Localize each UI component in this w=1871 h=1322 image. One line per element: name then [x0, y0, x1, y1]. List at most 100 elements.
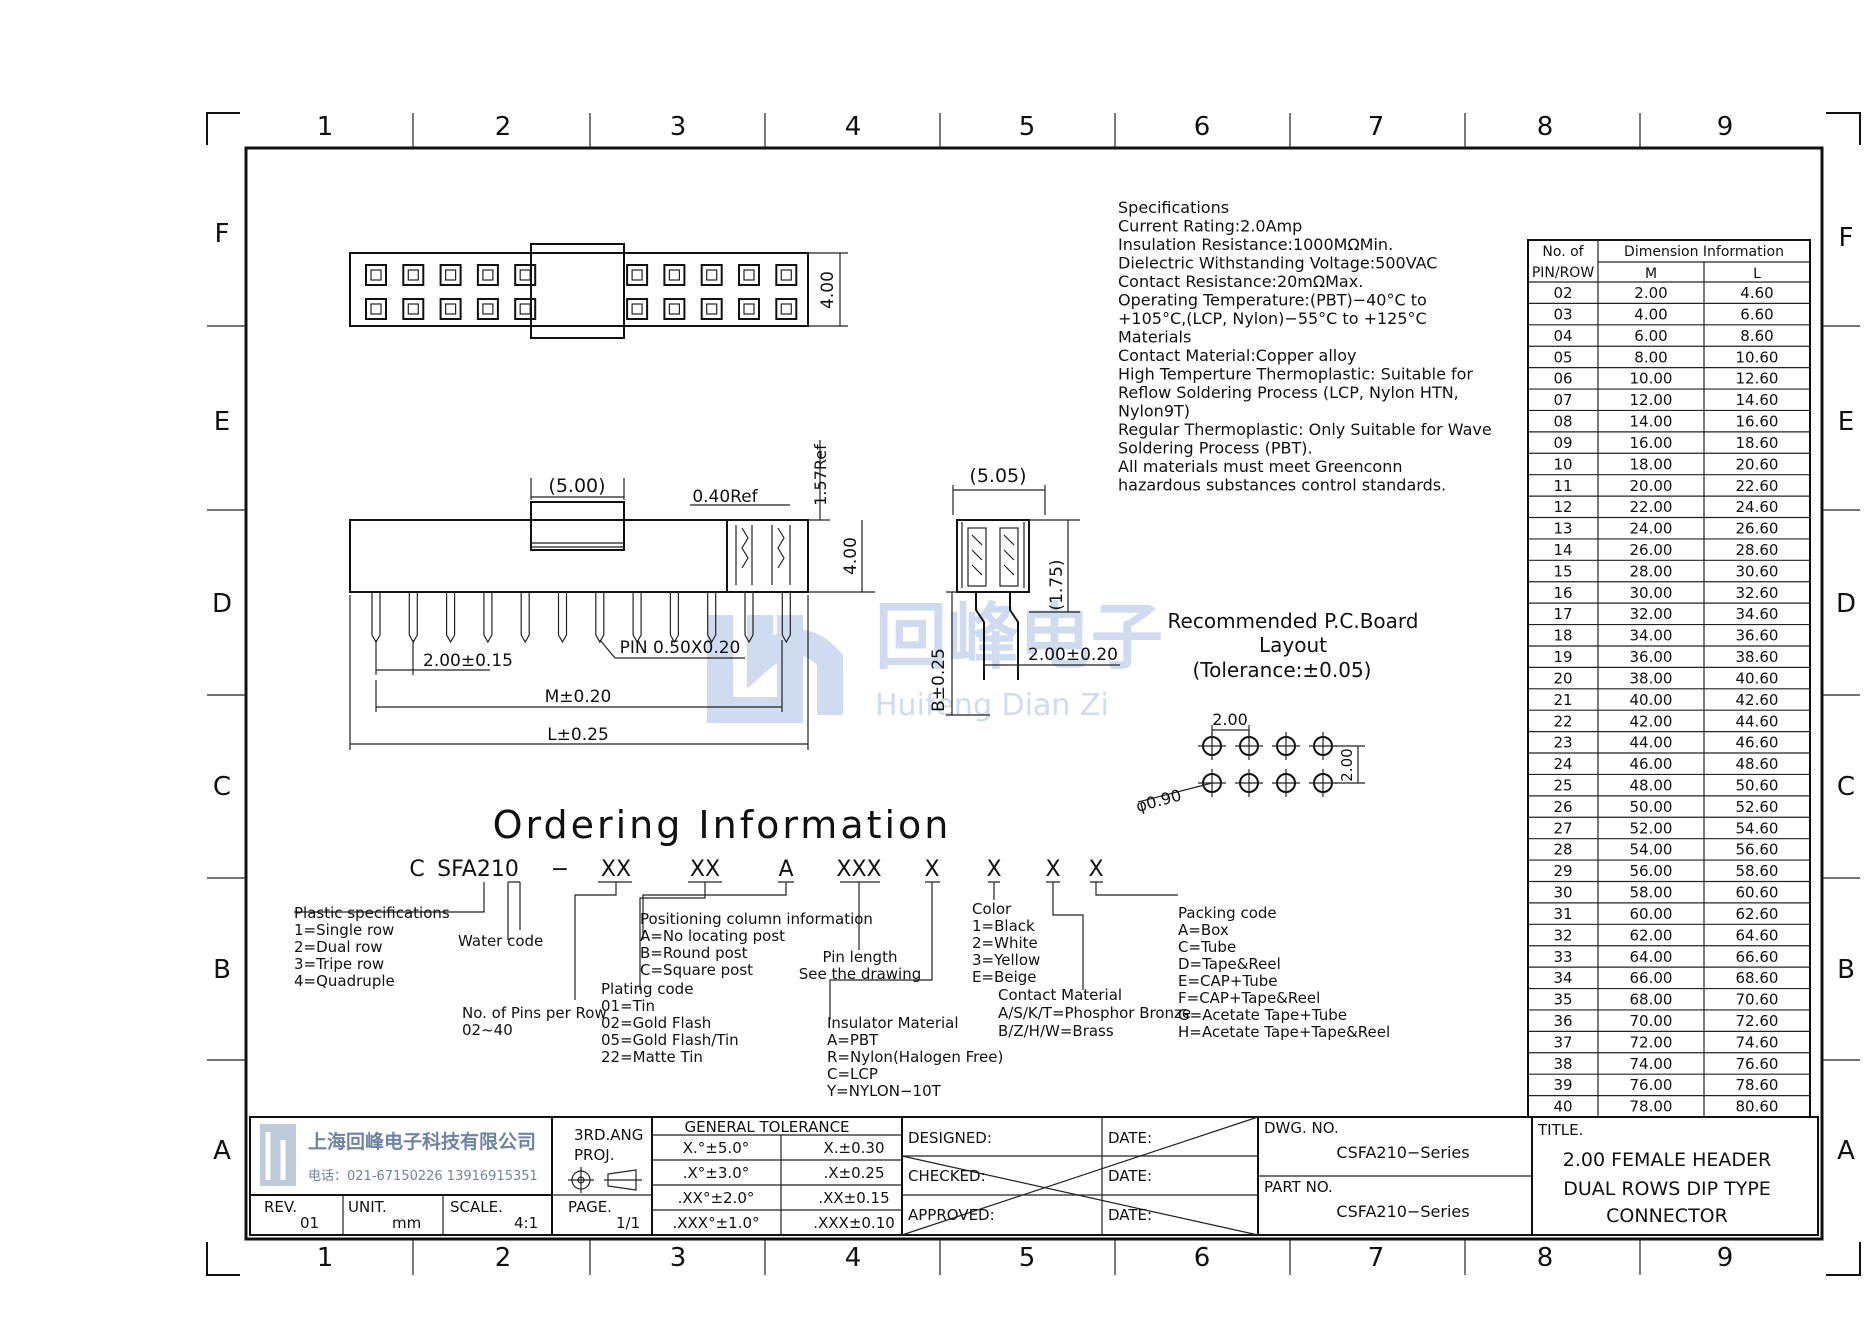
title-line: CONNECTOR	[1606, 1205, 1728, 1227]
table-cell: 34	[1553, 969, 1572, 987]
row-label: B	[213, 955, 231, 985]
table-cell: 78.00	[1630, 1098, 1673, 1116]
table-cell: 26.00	[1630, 541, 1673, 559]
tolerance-cell: X.±0.30	[823, 1139, 884, 1157]
row-label: F	[1839, 223, 1854, 253]
table-cell: 18.00	[1630, 455, 1673, 473]
pin-socket	[365, 298, 387, 320]
table-cell: 2.00	[1634, 284, 1667, 302]
spec-line: Contact Resistance:20mΩMax.	[1118, 272, 1363, 291]
col-label: 7	[1368, 112, 1385, 142]
designed-label: DESIGNED:	[908, 1129, 992, 1147]
ordering-leaders	[294, 881, 1178, 1020]
ordering-line: H=Acetate Tape+Tape&Reel	[1178, 1023, 1390, 1041]
pin-lead	[520, 592, 530, 644]
table-cell: 72.00	[1630, 1033, 1673, 1051]
table-cell: 8.00	[1634, 348, 1667, 366]
table-cell: 20.00	[1630, 477, 1673, 495]
pcb-title-line: Layout	[1259, 633, 1327, 657]
table-cell: 74.00	[1630, 1055, 1673, 1073]
table-cell: 12	[1553, 498, 1572, 516]
col-label: 4	[845, 1243, 862, 1273]
table-cell: 24.60	[1736, 498, 1779, 516]
table-cell: 03	[1553, 305, 1572, 323]
table-cell: 52.60	[1736, 798, 1779, 816]
side-view: (5.05) (1.75) B±0.25 2.00±0.20	[929, 465, 1120, 716]
checked-label: CHECKED:	[908, 1167, 986, 1185]
scale-value: 4:1	[514, 1214, 538, 1232]
col-label: 6	[1194, 1243, 1211, 1273]
dim-4-00-side: 4.00	[841, 537, 861, 575]
ordering-information: Ordering Information C SFA210 − XX XX A …	[294, 803, 1390, 1100]
table-cell: 64.60	[1736, 926, 1779, 944]
table-cell: 32	[1553, 926, 1572, 944]
table-cell: 32.60	[1736, 584, 1779, 602]
row-label: C	[1837, 772, 1855, 802]
table-cell: 38.60	[1736, 648, 1779, 666]
rev-label: REV.	[264, 1198, 297, 1216]
table-cell: 30	[1553, 884, 1572, 902]
table-cell: 44.60	[1736, 712, 1779, 730]
pcb-title-line: (Tolerance:±0.05)	[1192, 658, 1371, 682]
tolerance-cell: X.°±5.0°	[683, 1139, 749, 1157]
row-label: A	[213, 1136, 231, 1166]
row-label: D	[1836, 589, 1856, 619]
dwg-no-label: DWG. NO.	[1264, 1119, 1339, 1137]
row-labels-right: F E D C B A	[1836, 223, 1856, 1166]
company-name: 上海回峰电子科技有限公司	[308, 1130, 536, 1153]
ordering-line: Pin length	[823, 948, 898, 966]
projection-line: 3RD.ANG	[574, 1126, 643, 1144]
pin-lead	[371, 592, 381, 644]
table-cell: 26.60	[1736, 520, 1779, 538]
pin-lead	[707, 592, 717, 644]
pin-socket-hole	[482, 303, 494, 315]
table-cell: 02	[1553, 284, 1572, 302]
pin-lead	[408, 592, 418, 644]
dwg-no-value: CSFA210−Series	[1336, 1143, 1469, 1162]
table-cell: 42.60	[1736, 691, 1779, 709]
ordering-line: 1=Black	[972, 917, 1035, 935]
rev-value: 01	[300, 1214, 319, 1232]
code-part: XX	[601, 857, 631, 882]
pin-socket-hole	[519, 303, 531, 315]
table-cell: 11	[1553, 477, 1572, 495]
company-phone: 电话：021-67150226 13916915351	[308, 1169, 538, 1184]
pin-socket-hole	[706, 303, 718, 315]
table-cell: 35	[1553, 991, 1572, 1009]
pin-socket	[626, 298, 649, 320]
pin-lead	[632, 592, 642, 644]
date-label: DATE:	[1108, 1206, 1152, 1224]
table-cell: 80.60	[1736, 1098, 1779, 1116]
table-cell: 72.60	[1736, 1012, 1779, 1030]
table-cell: 76.60	[1736, 1055, 1779, 1073]
ordering-line: 1=Single row	[294, 921, 394, 939]
pin-socket-hole	[445, 303, 457, 315]
col-label: 3	[670, 1243, 687, 1273]
pin-socket-hole	[519, 269, 531, 281]
table-cell: 15	[1553, 562, 1572, 580]
ordering-line: C=LCP	[827, 1065, 878, 1083]
top-view: 4.00	[349, 243, 848, 339]
pin-socket	[626, 264, 649, 286]
pin-socket-hole	[482, 269, 494, 281]
dim-4-00-top: 4.00	[818, 271, 838, 309]
ordering-line: 02~40	[462, 1021, 513, 1039]
table-cell: 40	[1553, 1098, 1572, 1116]
ordering-line: Plating code	[601, 980, 693, 998]
table-cell: 48.00	[1630, 776, 1673, 794]
ordering-line: 22=Matte Tin	[601, 1048, 703, 1066]
ordering-line: No. of Pins per Row	[462, 1004, 607, 1022]
table-cell: 30.00	[1630, 584, 1673, 602]
table-cell: 54.60	[1736, 819, 1779, 837]
col-label: 1	[317, 1243, 334, 1273]
table-cell: 14.00	[1630, 413, 1673, 431]
page-value: 1/1	[616, 1214, 640, 1232]
tolerance-cell: .X±0.25	[823, 1164, 884, 1182]
table-cell: 28.00	[1630, 562, 1673, 580]
table-cell: 52.00	[1630, 819, 1673, 837]
pin-socket	[700, 264, 723, 286]
pin-socket-hole	[370, 269, 382, 281]
pin-socket	[402, 298, 425, 320]
ordering-line: 02=Gold Flash	[601, 1014, 711, 1032]
